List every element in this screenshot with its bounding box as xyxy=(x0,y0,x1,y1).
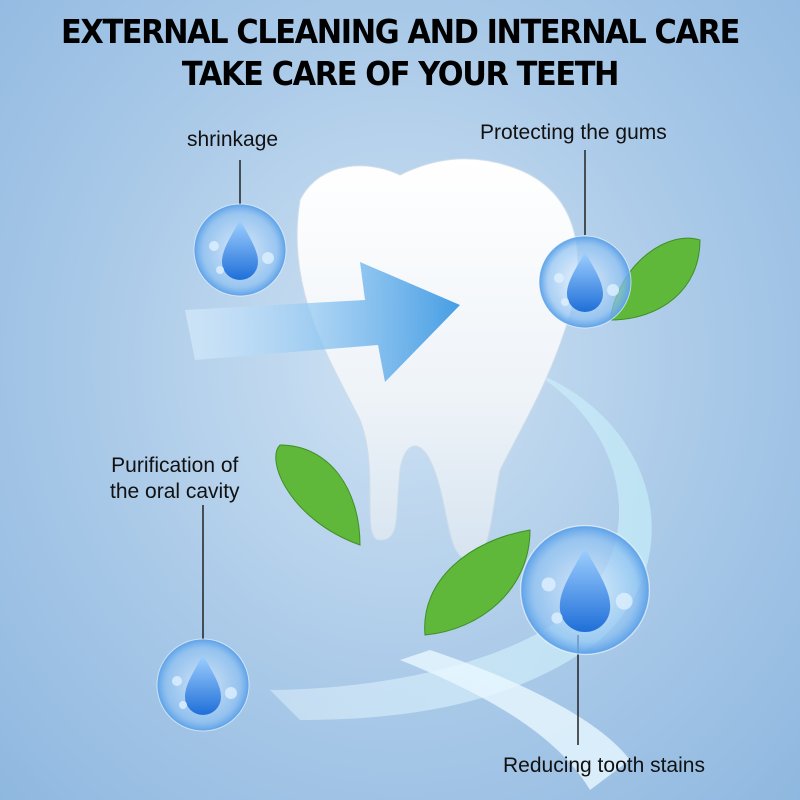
callout-purification-line-2: the oral cavity xyxy=(110,480,240,503)
droplet-bubble-icon xyxy=(156,638,250,732)
headline-line-2: TAKE CARE OF YOUR TEETH xyxy=(181,54,620,93)
droplet-bubble-icon xyxy=(538,235,632,329)
arrow-shape xyxy=(185,262,460,382)
callout-reducing-stains: Reducing tooth stains xyxy=(503,754,705,777)
callout-shrinkage: shrinkage xyxy=(187,128,279,151)
callout-purification: Purification of the oral cavity xyxy=(110,453,240,505)
callout-purification-line-1: Purification of xyxy=(111,454,239,477)
headline-line-1: EXTERNAL CLEANING AND INTERNAL CARE xyxy=(61,12,740,51)
mint-leaf xyxy=(275,237,701,636)
droplet-bubble-icon xyxy=(519,524,651,656)
callout-protecting-gums: Protecting the gums xyxy=(480,121,667,144)
droplet-bubble-icon xyxy=(193,203,287,297)
